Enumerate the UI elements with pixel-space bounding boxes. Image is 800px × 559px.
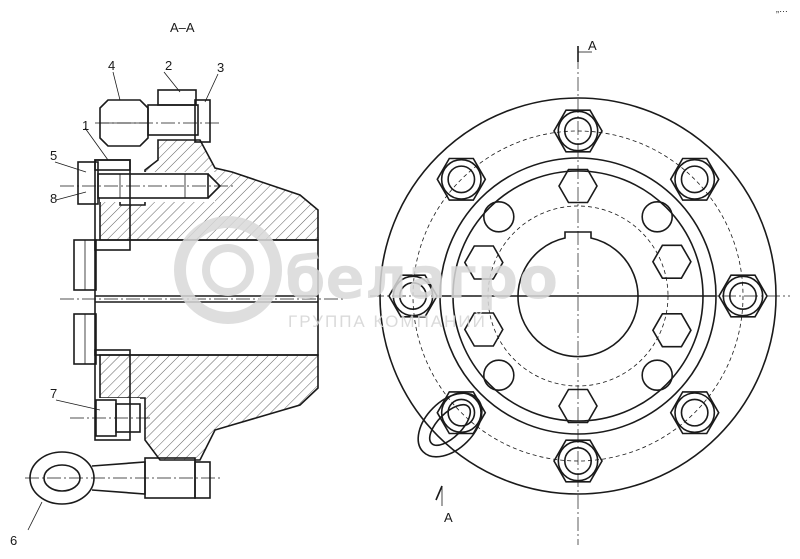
inner-bolt: [558, 388, 598, 424]
section-view: А–А: [10, 20, 345, 548]
callout-7: 7: [50, 386, 57, 401]
inner-hole: [641, 201, 673, 233]
inner-bolt: [651, 244, 692, 279]
callout-8: 8: [50, 191, 57, 206]
section-mark-top: А: [588, 38, 597, 53]
inner-bolt: [463, 245, 504, 280]
corner-mark: „…: [776, 4, 788, 14]
watermark-subtitle: ГРУППА КОМПАНИЙ: [288, 312, 487, 331]
flange-plate-lower: [94, 349, 131, 441]
watermark-logo-icon: [174, 216, 282, 324]
washer-plate: [94, 159, 131, 171]
nut-4: [99, 99, 149, 147]
callout-1: 1: [82, 118, 89, 133]
stud-3: [194, 99, 211, 143]
inner-hex-bolts: [463, 168, 692, 424]
outer-hex-nuts: [388, 109, 768, 483]
inner-bolt: [558, 168, 598, 204]
inner-hole: [483, 201, 515, 233]
outer-nut: [553, 109, 603, 153]
callout-leaders: [27, 71, 219, 531]
eye-bolt-front: [417, 392, 483, 458]
outer-nut: [553, 439, 603, 483]
inner-bolt: [463, 312, 504, 347]
callout-4: 4: [108, 58, 115, 73]
section-title: А–А: [170, 20, 195, 35]
outer-nut: [718, 274, 768, 318]
section-mark-bottom: А: [444, 510, 453, 525]
bolt-8: [60, 161, 235, 205]
bolt-bore-upper: [100, 172, 215, 202]
bore-block: [94, 239, 319, 356]
watermark-brand: белагро: [285, 244, 558, 312]
callout-6: 6: [10, 533, 17, 548]
shaft-bore: [517, 231, 639, 358]
inner-holes: [483, 201, 673, 391]
inner-bolt: [651, 313, 692, 348]
bolt-7: [70, 399, 150, 437]
callout-2: 2: [165, 58, 172, 73]
watermark: белагро ГРУППА КОМПАНИЙ: [174, 216, 558, 331]
outer-nut: [388, 274, 438, 318]
section-cut-bottom: [435, 485, 443, 501]
bolt-bore-lower: [95, 398, 140, 432]
front-view: А А: [370, 38, 790, 545]
outer-nut: [669, 157, 720, 201]
inner-hole: [483, 359, 515, 391]
stud-2: [147, 104, 199, 136]
outer-nut: [436, 157, 487, 201]
stud-collar: [157, 89, 197, 106]
upper-stud-assembly: [95, 89, 222, 147]
callout-3: 3: [217, 60, 224, 75]
eye-bolt-6: [25, 451, 222, 505]
inner-hole: [641, 359, 673, 391]
callout-5: 5: [50, 148, 57, 163]
outer-nut: [669, 391, 720, 435]
